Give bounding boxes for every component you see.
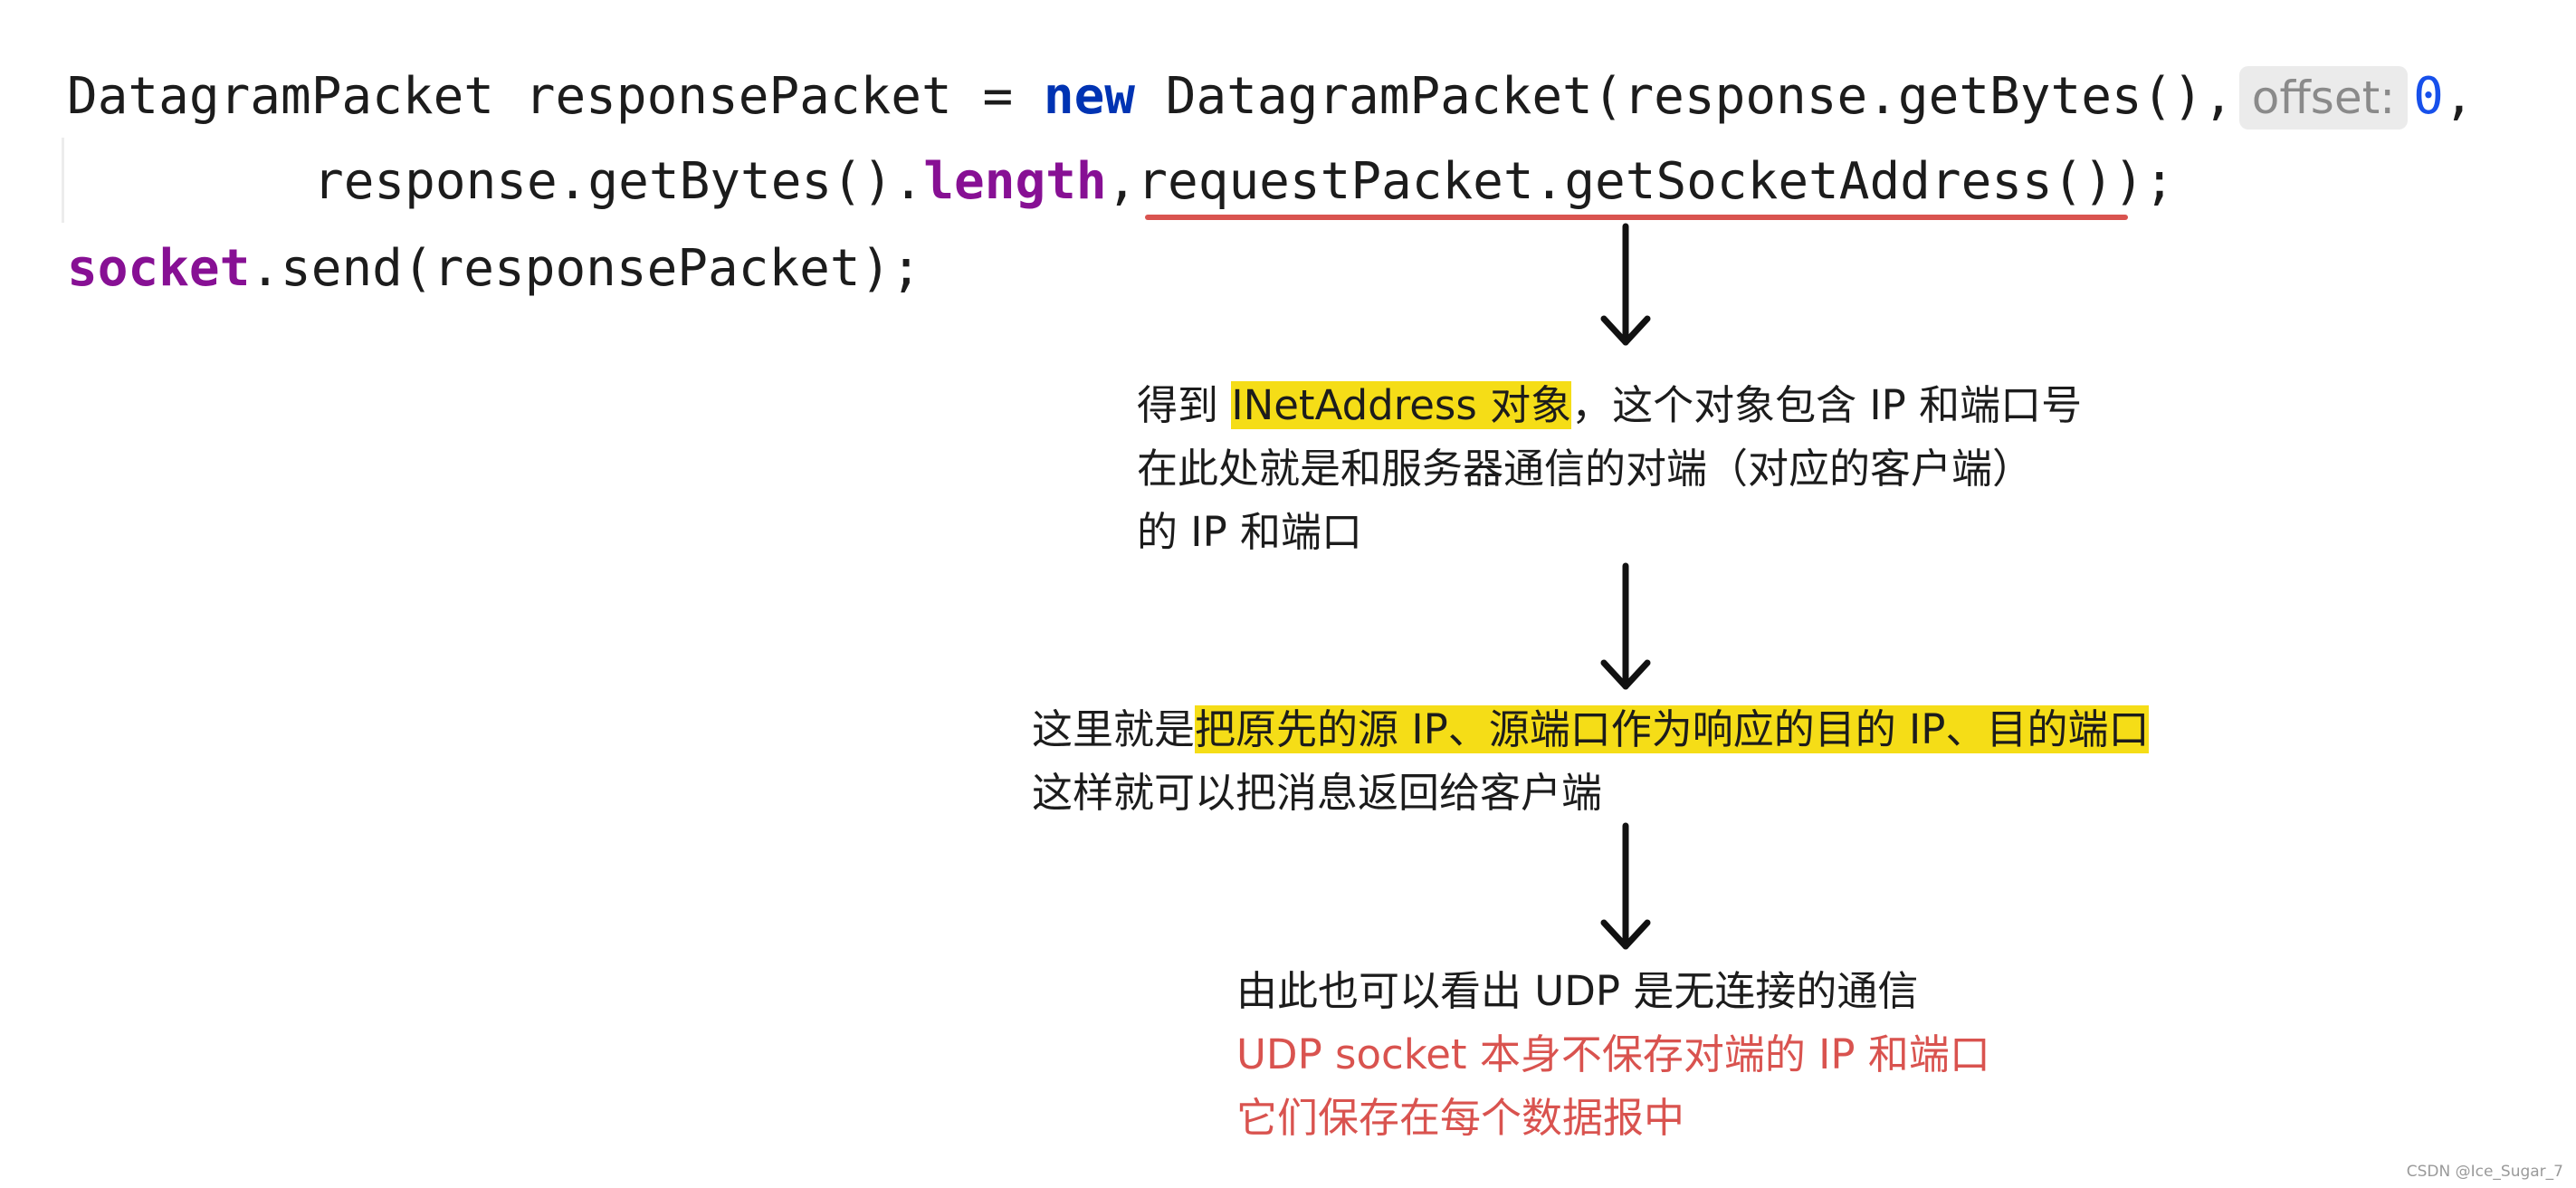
code-text: ,requestPacket.getSocketAddress()); [1106, 152, 2175, 211]
parameter-hint-offset: offset: [2238, 66, 2409, 129]
down-arrow-3 [1600, 822, 1651, 950]
down-arrow-2 [1600, 562, 1651, 690]
note-1-line-1: 得到 INetAddress 对象，这个对象包含 IP 和端口号 [1137, 374, 2082, 437]
highlighted-text: INetAddress 对象 [1231, 381, 1572, 429]
code-text: DatagramPacket responsePacket = [67, 67, 1044, 126]
note-3-line-3: 它们保存在每个数据报中 [1236, 1094, 1685, 1142]
watermark: CSDN @Ice_Sugar_7 [2406, 1163, 2563, 1181]
note-text: 这里就是 [1032, 705, 1196, 753]
note-1-line-3: 的 IP 和端口 [1137, 508, 1363, 556]
note-2-line-2: 这样就可以把消息返回给客户端 [1032, 769, 1603, 817]
field-length: length [923, 152, 1107, 211]
code-text: , [2443, 67, 2475, 126]
code-line-2: response.getBytes().length,requestPacket… [313, 150, 2175, 214]
code-text: DatagramPacket(response.getBytes(), [1135, 67, 2234, 126]
note-1-line-2: 在此处就是和服务器通信的对端（对应的客户端） [1137, 445, 2034, 493]
keyword-new: new [1043, 67, 1136, 126]
code-line-1: DatagramPacket responsePacket = new Data… [67, 65, 2475, 129]
note-text: ，这个对象包含 IP 和端口号 [1571, 381, 2083, 429]
code-line-3: socket.send(responsePacket); [67, 237, 921, 301]
number-literal: 0 [2413, 67, 2444, 126]
code-text: response.getBytes(). [313, 152, 924, 211]
note-3-line-1: 由此也可以看出 UDP 是无连接的通信 [1236, 967, 1919, 1015]
note-2-line-1: 这里就是把原先的源 IP、源端口作为响应的目的 IP、目的端口 [1032, 698, 2150, 762]
note-3-line-2: UDP socket 本身不保存对端的 IP 和端口 [1236, 1030, 1990, 1078]
highlighted-text: 把原先的源 IP、源端口作为响应的目的 IP、目的端口 [1195, 705, 2150, 753]
down-arrow-1 [1600, 223, 1651, 346]
field-socket: socket [67, 239, 251, 298]
indent-guide [62, 138, 64, 223]
red-underline [1145, 215, 2128, 220]
note-text: 得到 [1137, 381, 1232, 429]
code-text: .send(responsePacket); [250, 239, 922, 298]
